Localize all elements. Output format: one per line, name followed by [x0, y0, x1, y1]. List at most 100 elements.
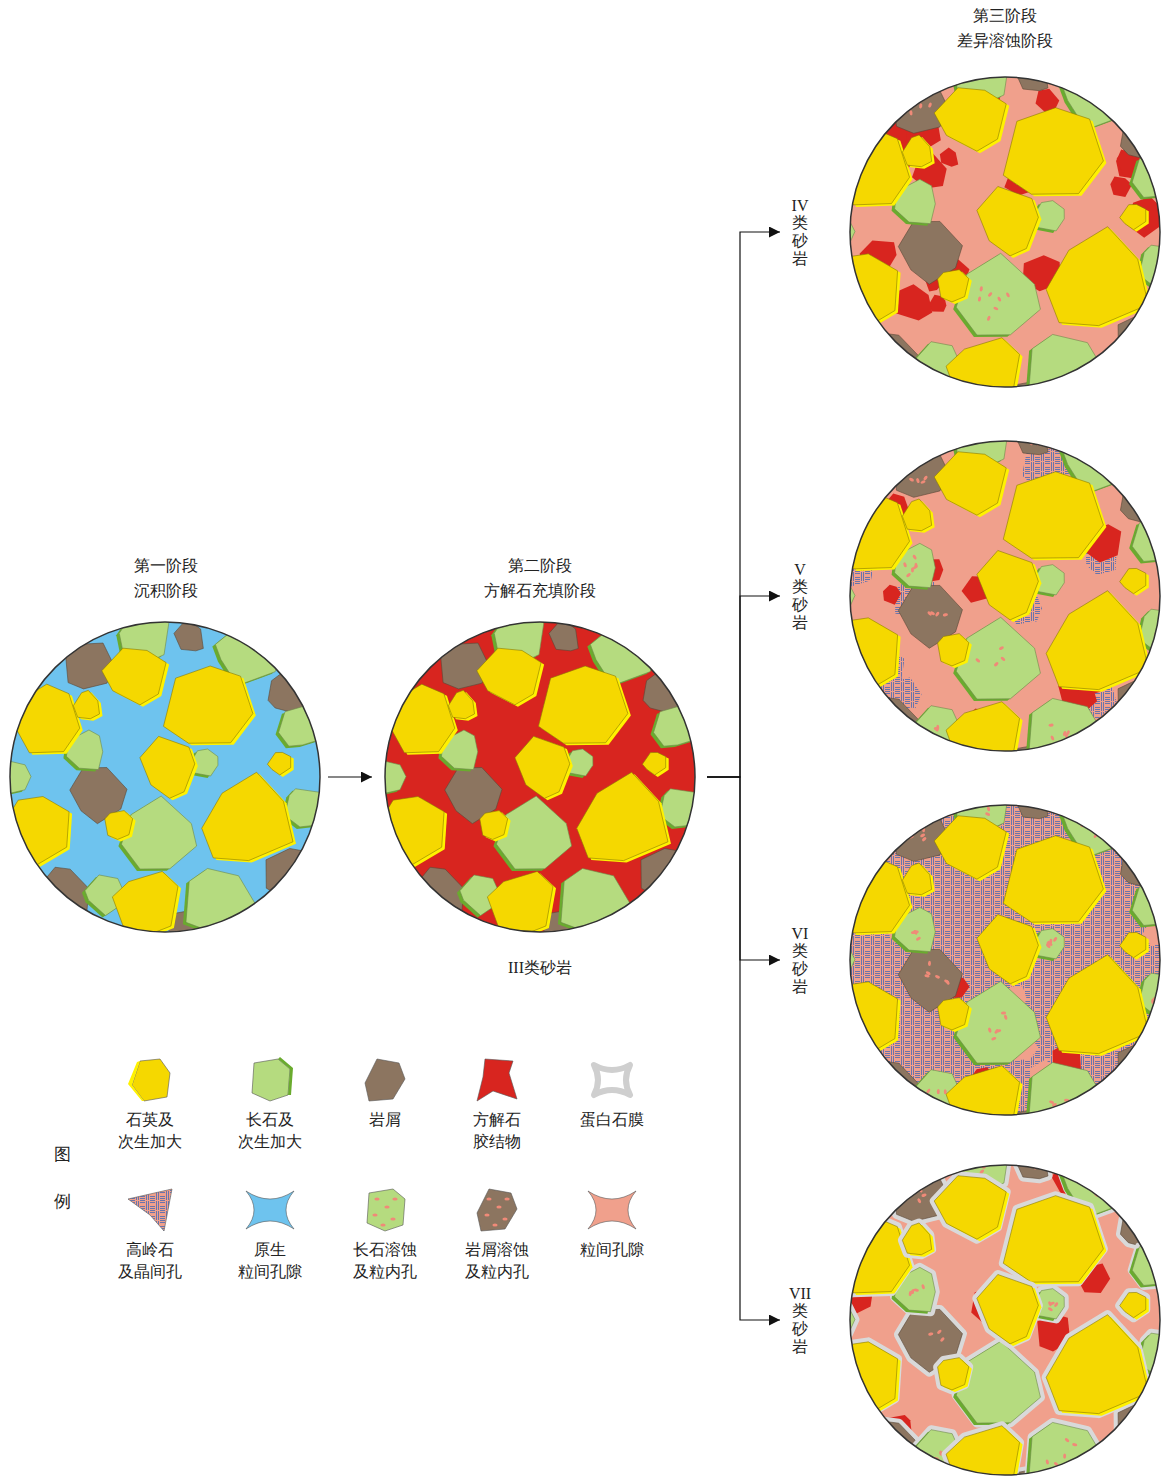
dissolution-pore	[1141, 503, 1146, 509]
dissolution-pore	[1026, 1124, 1031, 1130]
rock-fragment	[34, 867, 89, 924]
quartz-grain	[824, 982, 898, 1059]
dissolution-pore	[1025, 754, 1031, 760]
dissolution-pore	[991, 1036, 997, 1041]
quartz-grain	[1120, 932, 1146, 957]
legend-swatch-box	[120, 1185, 180, 1235]
dissolution-pore	[1030, 437, 1036, 441]
dissolution-pore	[848, 1215, 854, 1221]
dissolution-pore	[1047, 1307, 1053, 1312]
legend-text: 岩屑溶蚀 及粒内孔	[465, 1239, 529, 1284]
dissolution-pore	[833, 957, 839, 963]
quartz-grain	[835, 1216, 909, 1293]
dissolution-pore	[881, 1447, 886, 1453]
circle-outline	[385, 622, 695, 932]
stage-node: 第一阶段沉积阶段	[8, 548, 324, 934]
dissolution-pore	[1139, 1060, 1142, 1065]
stage-heading: 第二阶段	[508, 556, 572, 576]
dissolution-pore	[1032, 1159, 1035, 1164]
dissolution-pore	[1146, 869, 1149, 874]
quartz-grain	[480, 811, 508, 840]
quartz-grain	[938, 1358, 969, 1390]
feldspar-grain	[1132, 152, 1162, 198]
quartz-grain	[1003, 1196, 1103, 1283]
quartz-grain	[835, 492, 909, 569]
dissolution-pore	[1144, 497, 1150, 502]
quartz-grain	[902, 1223, 931, 1255]
dissolution-pore	[843, 1217, 848, 1223]
dissolution-pore	[1066, 730, 1071, 736]
flow-arrow	[707, 232, 780, 777]
dissolution-pore	[847, 1216, 851, 1222]
dissolution-pore	[1035, 436, 1039, 442]
dissolution-pore	[1029, 796, 1035, 802]
quartz-grain	[477, 648, 541, 705]
flow-arrow	[707, 777, 780, 960]
dissolution-pore	[915, 936, 921, 941]
dissolution-pore	[909, 477, 915, 482]
dissolution-pore	[1031, 73, 1037, 78]
dissolution-pore	[921, 1284, 925, 1290]
legend-swatch-box	[240, 1055, 300, 1105]
dissolution-pore	[945, 979, 950, 985]
dissolution-pore	[839, 1217, 844, 1220]
feldspar-grain	[1132, 880, 1162, 926]
stage-heading: III类砂岩	[508, 958, 572, 978]
dissolution-pore	[1005, 292, 1010, 298]
dissolution-pore	[1101, 1175, 1106, 1178]
rock-fragment	[1015, 1148, 1048, 1179]
rock-fragment	[266, 848, 317, 898]
dissolution-pore	[847, 1216, 850, 1221]
dissolution-pore	[1082, 1096, 1085, 1101]
rock-fragment	[1118, 312, 1162, 368]
dissolution-pore	[841, 588, 845, 594]
legend-item: 长石及 次生加大	[220, 1055, 320, 1154]
quartz-grain	[642, 752, 665, 775]
feldspar-grain	[1028, 1062, 1108, 1135]
dissolution-pore	[928, 961, 931, 966]
dissolution-pore	[934, 726, 940, 732]
overgrowth	[278, 1057, 293, 1095]
quartz-grain	[934, 452, 1006, 515]
dissolution-pore	[1132, 492, 1138, 497]
dissolution-pore	[1072, 1443, 1078, 1447]
quartz-grain	[934, 88, 1006, 151]
quartz-grain	[835, 856, 909, 933]
overgrowth	[128, 1061, 144, 1101]
quartz-grain	[1120, 204, 1146, 229]
dissolution-pore	[1161, 1348, 1162, 1354]
dissolution-pore	[1027, 755, 1032, 761]
rock-fragment	[1118, 676, 1162, 732]
dissolution-pore	[1155, 901, 1161, 907]
quartz-grain	[1046, 1315, 1148, 1414]
circle-outline	[10, 622, 320, 932]
dissolution-pore	[1045, 1459, 1049, 1465]
feldspar-grain	[654, 705, 694, 746]
dissolution-pore	[484, 1214, 489, 1217]
dissolution-pore	[985, 420, 991, 425]
legend-title: 例	[54, 1190, 71, 1213]
thin-section-circle	[375, 604, 701, 942]
flow-arrow	[707, 777, 780, 1320]
quartz-grain	[902, 499, 931, 531]
dissolution-pore	[1027, 1158, 1032, 1164]
stage-heading: 方解石充填阶段	[484, 581, 596, 601]
dissolution-pore	[1159, 628, 1162, 631]
dissolution-pore	[1072, 1471, 1078, 1476]
legend-title: 图	[54, 1143, 71, 1166]
quartz-grain	[388, 684, 454, 753]
feldspar-grain	[956, 253, 1040, 335]
rock-fragment	[835, 843, 864, 873]
dissolution-pore	[834, 961, 840, 967]
dissolution-pore	[885, 1087, 890, 1093]
legend-swatch-box	[582, 1185, 642, 1235]
dissolution-pore	[986, 315, 991, 321]
legend-item: 方解石 胶结物	[447, 1055, 547, 1154]
dissolution-pore	[1158, 629, 1162, 634]
rock-fragment	[1118, 1400, 1162, 1456]
dissolution-pore	[909, 1291, 914, 1294]
feldspar-grain	[956, 617, 1040, 699]
dissolution-pore	[835, 1317, 840, 1323]
dissolution-pore	[920, 833, 926, 838]
sandstone-type-label: IV类砂岩	[787, 197, 813, 267]
